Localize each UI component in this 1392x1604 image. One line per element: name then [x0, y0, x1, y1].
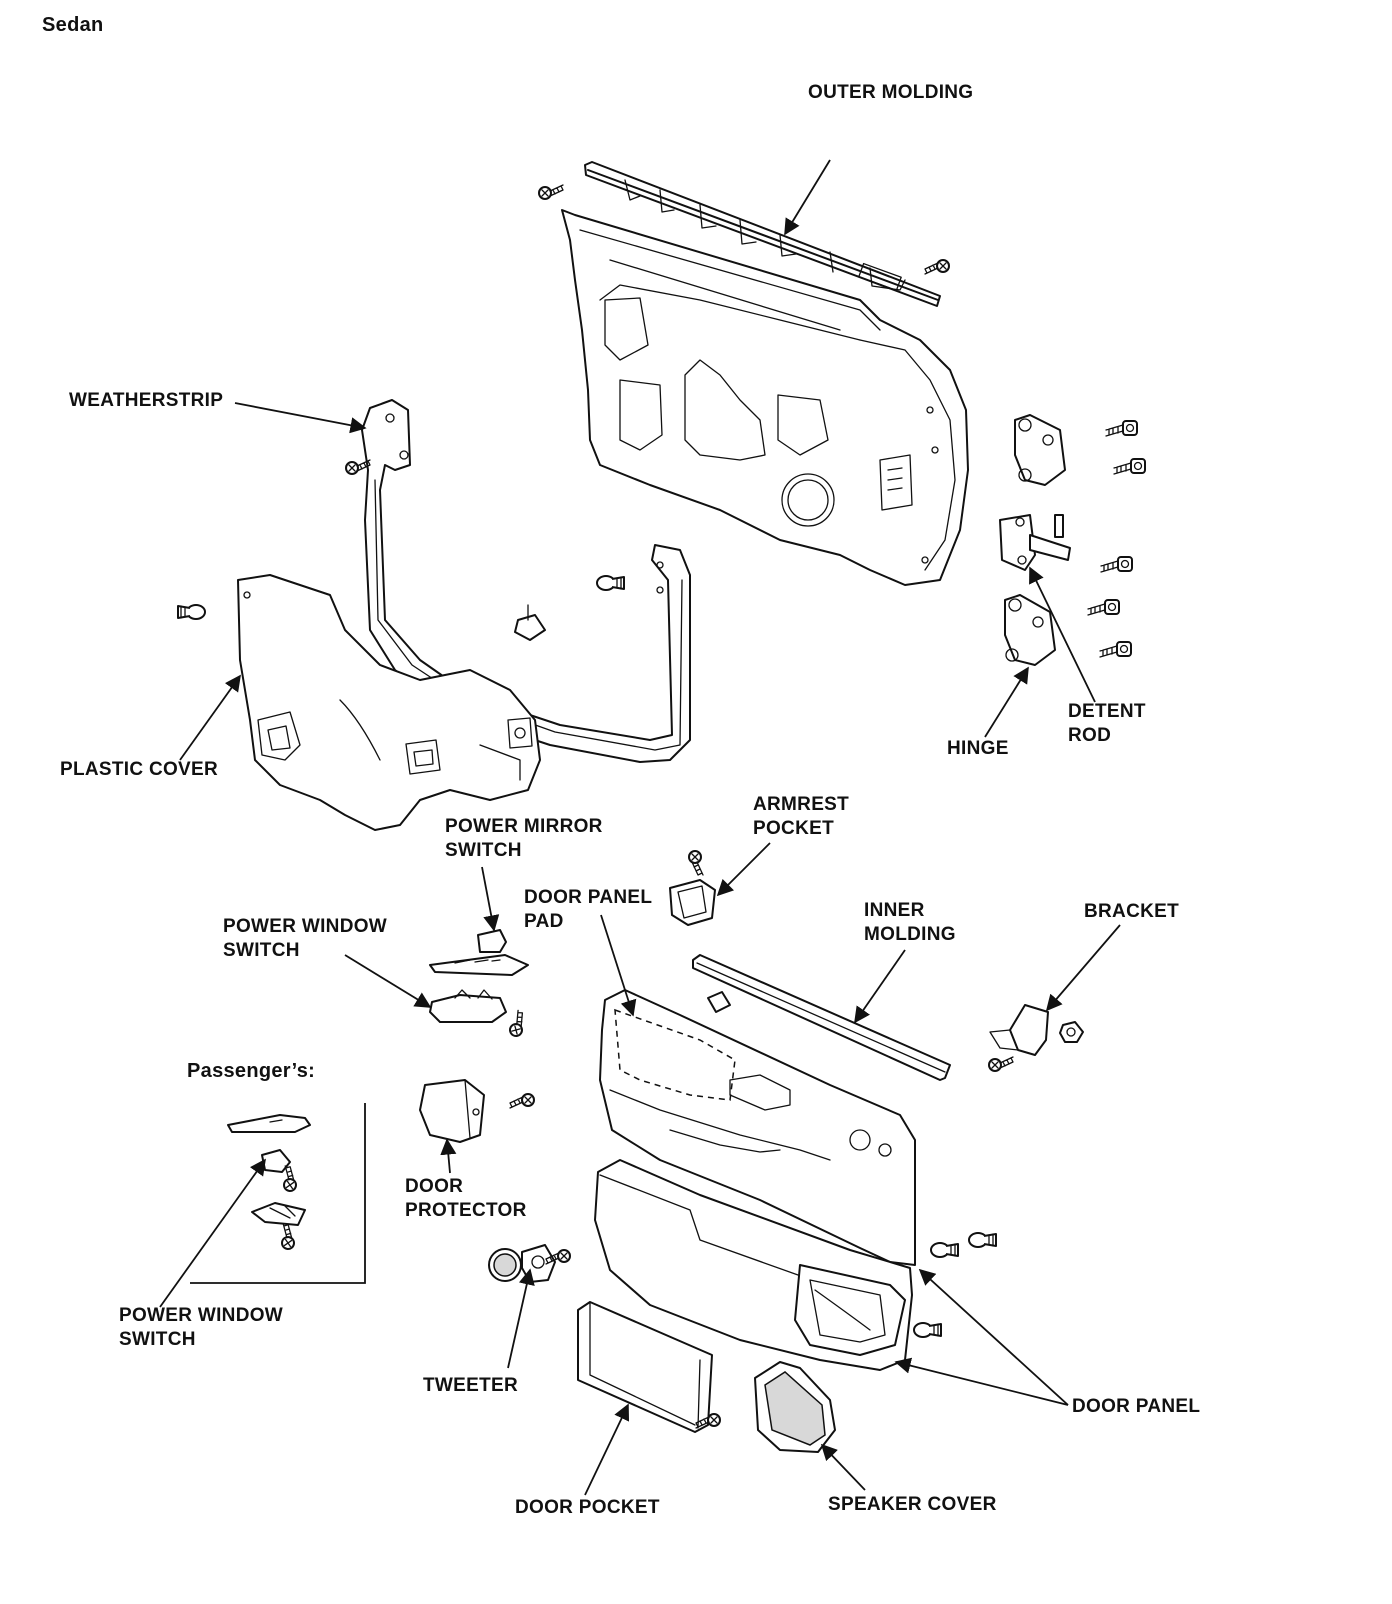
- label-door-pocket: DOOR POCKET: [515, 1497, 660, 1518]
- label-door-panel: DOOR PANEL: [1072, 1396, 1201, 1417]
- door-inner-panel: [561, 209, 969, 586]
- screw-icon: [278, 1222, 299, 1251]
- clip-icon: [596, 575, 625, 591]
- screw-icon: [688, 850, 704, 876]
- lower-hinge: [1004, 594, 1056, 666]
- speaker-cover: [754, 1361, 836, 1453]
- screw-icon: [509, 1093, 535, 1109]
- label-weatherstrip: WEATHERSTRIP: [69, 390, 224, 411]
- bolt-icon: [1100, 556, 1133, 573]
- retainer-clip: [514, 604, 546, 641]
- label-power-window-switch: POWER WINDOW SWITCH: [223, 916, 388, 961]
- passenger-switch-bracket: [251, 1202, 306, 1226]
- bracket: [989, 1004, 1049, 1056]
- armrest-pocket: [669, 879, 716, 926]
- plastic-cover: [237, 574, 541, 831]
- bolt-icon: [1099, 641, 1132, 658]
- label-plastic-cover: PLASTIC COVER: [60, 759, 219, 780]
- nut-icon: [1059, 1021, 1084, 1043]
- leader-lines: [159, 159, 1121, 1496]
- label-speaker-cover: SPEAKER COVER: [828, 1494, 997, 1515]
- switch-bezel: [429, 954, 529, 976]
- clip-icon: [968, 1232, 997, 1248]
- clip-icon: [913, 1322, 942, 1338]
- inner-molding: [692, 954, 951, 1081]
- door-pocket: [577, 1301, 713, 1433]
- label-hinge: HINGE: [947, 738, 1009, 759]
- door-protector: [419, 1079, 485, 1143]
- bolt-icon: [1105, 420, 1138, 437]
- screw-icon: [538, 184, 564, 200]
- clip-icon: [177, 604, 206, 620]
- label-inner-molding: INNER MOLDING: [864, 900, 956, 945]
- bolt-icon: [1113, 458, 1146, 475]
- screw-icon: [345, 459, 371, 475]
- door-panel: [594, 989, 916, 1371]
- clip-icon: [930, 1242, 959, 1258]
- label-power-window-switch-passenger: POWER WINDOW SWITCH: [119, 1305, 284, 1350]
- passenger-bezel: [227, 1114, 311, 1133]
- power-mirror-switch: [477, 929, 507, 953]
- label-detent-rod: DETENT ROD: [1068, 701, 1146, 746]
- power-window-switch: [429, 989, 507, 1023]
- bolt-icon: [1087, 599, 1120, 616]
- molding-clip: [707, 991, 731, 1013]
- passenger-bracket-line: [190, 1103, 366, 1284]
- label-door-protector: DOOR PROTECTOR: [405, 1176, 527, 1221]
- screw-icon: [505, 1009, 532, 1040]
- detent-rod: [999, 514, 1071, 571]
- label-outer-molding: OUTER MOLDING: [808, 82, 974, 103]
- page-title: Sedan: [42, 14, 104, 36]
- screw-icon: [988, 1056, 1014, 1072]
- label-armrest-pocket: ARMREST POCKET: [753, 794, 850, 839]
- label-passengers: Passenger’s:: [187, 1060, 316, 1082]
- label-door-panel-pad: DOOR PANEL PAD: [524, 887, 653, 932]
- upper-hinge: [1014, 414, 1066, 486]
- screw-icon: [924, 259, 950, 275]
- label-bracket: BRACKET: [1084, 901, 1179, 922]
- label-power-mirror-switch: POWER MIRROR SWITCH: [445, 816, 603, 861]
- tweeter: [488, 1244, 556, 1283]
- label-tweeter: TWEETER: [423, 1375, 518, 1396]
- outer-molding: [584, 161, 941, 307]
